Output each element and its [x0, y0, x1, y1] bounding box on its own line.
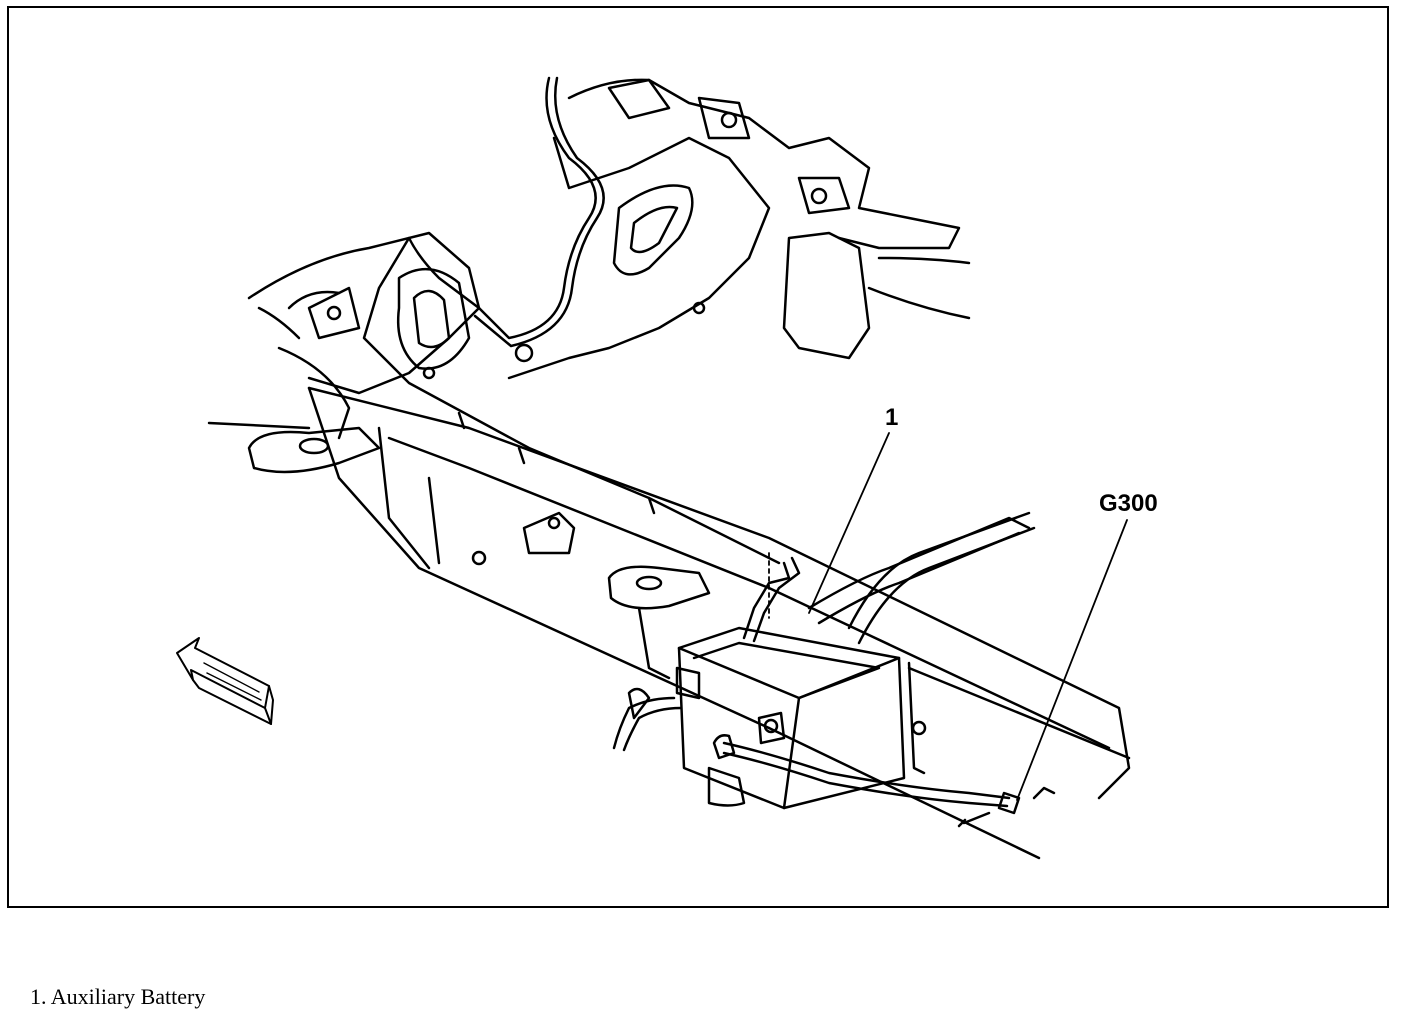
- frame-rail: [307, 386, 1131, 860]
- legend: 1. Auxiliary Battery: [30, 984, 205, 1010]
- front-arrow-icon: [176, 637, 274, 725]
- callout-leaders: [768, 432, 1128, 801]
- callout-g300: G300: [1099, 490, 1158, 517]
- rail-brackets: [247, 426, 711, 680]
- front-crossmember: [207, 231, 481, 440]
- diagram-frame: 1 G300: [7, 6, 1389, 908]
- rear-crossmember: [507, 78, 971, 380]
- exhaust-pipes: [807, 511, 1036, 645]
- legend-item: 1. Auxiliary Battery: [30, 984, 206, 1009]
- rail-lines: [362, 76, 801, 643]
- callout-1: 1: [885, 404, 899, 431]
- battery-cables: [612, 687, 1011, 808]
- frame-drawing: [176, 76, 1131, 860]
- auxiliary-battery: [675, 626, 927, 810]
- ground-fastener: [957, 786, 1056, 828]
